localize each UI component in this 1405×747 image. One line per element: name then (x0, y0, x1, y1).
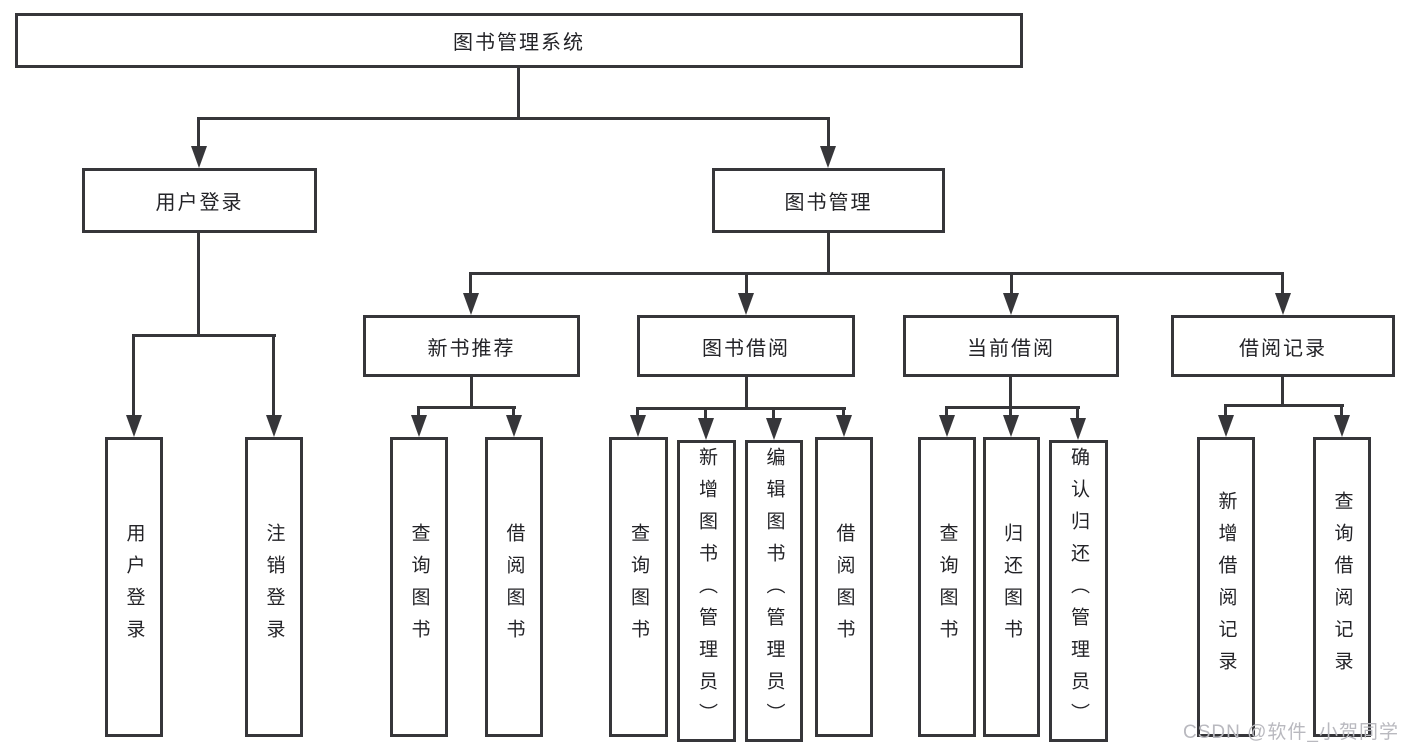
arrowhead-down-icon (463, 293, 479, 315)
node-bb-add-books-admin: 新增图书（管理员） (677, 440, 736, 742)
node-root: 图书管理系统 (15, 13, 1023, 68)
connector-line (417, 406, 516, 409)
arrowhead-down-icon (820, 146, 836, 168)
node-br-query-record: 查询借阅记录 (1313, 437, 1371, 737)
connector-line (470, 377, 473, 409)
node-leaf-user-login: 用户登录 (105, 437, 163, 737)
connector-line (1224, 404, 1344, 407)
arrowhead-down-icon (1003, 293, 1019, 315)
node-rec-borrow-books: 借阅图书 (485, 437, 543, 737)
node-book-borrowing: 图书借阅 (637, 315, 855, 377)
connector-line (842, 407, 845, 417)
node-leaf-logout-login-label: 注销登录 (263, 523, 285, 651)
arrowhead-down-icon (698, 418, 714, 440)
connector-line (1224, 404, 1227, 417)
node-current-borrowing: 当前借阅 (903, 315, 1119, 377)
arrowhead-down-icon (191, 146, 207, 168)
node-user-login: 用户登录 (82, 168, 317, 233)
connector-line (745, 377, 748, 410)
arrowhead-down-icon (1070, 418, 1086, 440)
node-cb-return-books: 归还图书 (983, 437, 1040, 737)
node-leaf-logout-login: 注销登录 (245, 437, 303, 737)
node-cb-confirm-return-admin: 确认归还（管理员） (1049, 440, 1108, 742)
connector-line (772, 407, 775, 420)
node-rec-query-books-label: 查询图书 (408, 523, 430, 651)
connector-line (197, 233, 200, 337)
node-bb-query-books-label: 查询图书 (628, 523, 649, 651)
node-cb-return-books-label: 归还图书 (1001, 523, 1022, 651)
arrowhead-down-icon (126, 415, 142, 437)
node-br-query-record-label: 查询借阅记录 (1331, 491, 1353, 683)
connector-line (827, 233, 830, 275)
node-current-borrowing-label: 当前借阅 (967, 337, 1055, 360)
connector-line (517, 68, 520, 120)
node-book-management: 图书管理 (712, 168, 945, 233)
connector-line (704, 407, 707, 420)
node-bb-add-books-admin-label: 新增图书（管理员） (696, 447, 717, 735)
arrowhead-down-icon (836, 415, 852, 437)
node-rec-borrow-books-label: 借阅图书 (503, 523, 525, 651)
arrowhead-down-icon (1275, 293, 1291, 315)
arrowhead-down-icon (1218, 415, 1234, 437)
node-cb-query-books-label: 查询图书 (936, 523, 958, 651)
node-user-login-label: 用户登录 (155, 192, 244, 214)
connector-line (469, 272, 472, 295)
node-borrowing-records-label: 借阅记录 (1239, 337, 1327, 360)
connector-line (945, 406, 1080, 409)
connector-line (827, 117, 830, 148)
connector-line (1076, 406, 1079, 420)
connector-line (1009, 406, 1012, 417)
node-bb-query-books: 查询图书 (609, 437, 668, 737)
connector-line (469, 272, 1284, 275)
node-bb-borrow-books-label: 借阅图书 (833, 523, 855, 651)
arrowhead-down-icon (506, 415, 522, 437)
node-bb-edit-books-admin: 编辑图书（管理员） (745, 440, 803, 742)
node-new-book-recommend-label: 新书推荐 (427, 337, 516, 360)
arrowhead-down-icon (766, 418, 782, 440)
node-book-borrowing-label: 图书借阅 (702, 337, 790, 360)
arrowhead-down-icon (630, 415, 646, 437)
arrowhead-down-icon (939, 415, 955, 437)
node-rec-query-books: 查询图书 (390, 437, 448, 737)
connector-line (272, 334, 275, 417)
arrowhead-down-icon (411, 415, 427, 437)
node-leaf-user-login-label: 用户登录 (123, 523, 145, 651)
connector-line (636, 407, 639, 417)
connector-line (512, 406, 515, 417)
node-book-management-label: 图书管理 (784, 192, 873, 214)
arrowhead-down-icon (266, 415, 282, 437)
connector-line (636, 407, 846, 410)
csdn-watermark: CSDN @软件_小贺同学 (1183, 722, 1399, 743)
connector-line (1340, 404, 1343, 417)
node-cb-confirm-return-admin-label: 确认归还（管理员） (1068, 447, 1089, 735)
connector-line (745, 272, 748, 295)
connector-line (1281, 272, 1284, 295)
node-br-add-record: 新增借阅记录 (1197, 437, 1255, 737)
arrowhead-down-icon (738, 293, 754, 315)
connector-line (132, 334, 135, 417)
node-br-add-record-label: 新增借阅记录 (1215, 491, 1237, 683)
node-bb-borrow-books: 借阅图书 (815, 437, 873, 737)
node-borrowing-records: 借阅记录 (1171, 315, 1395, 377)
connector-line (1009, 377, 1012, 408)
connector-line (1281, 377, 1284, 407)
connector-line (1010, 272, 1013, 295)
node-new-book-recommend: 新书推荐 (363, 315, 580, 377)
node-bb-edit-books-admin-label: 编辑图书（管理员） (763, 447, 785, 735)
connector-line (197, 117, 200, 148)
connector-line (132, 334, 276, 337)
node-root-label: 图书管理系统 (453, 32, 585, 54)
arrowhead-down-icon (1003, 415, 1019, 437)
arrowhead-down-icon (1334, 415, 1350, 437)
connector-line (945, 406, 948, 417)
connector-line (197, 117, 830, 120)
connector-line (417, 406, 420, 417)
node-cb-query-books: 查询图书 (918, 437, 976, 737)
